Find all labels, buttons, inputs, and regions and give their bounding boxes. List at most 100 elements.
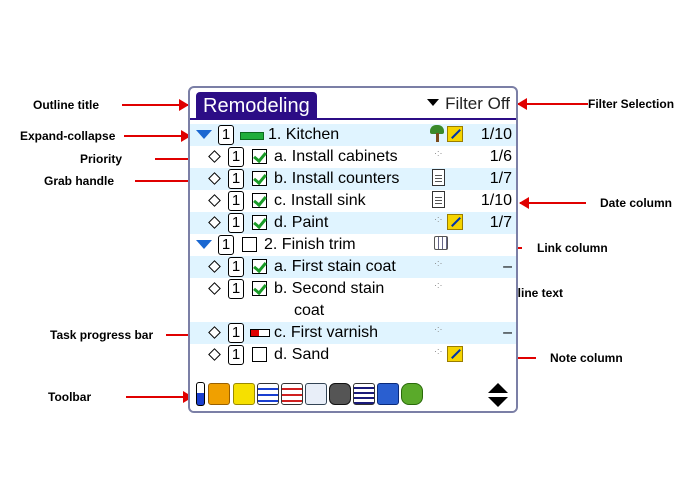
scroll-icon[interactable] <box>488 383 508 407</box>
export-icon[interactable] <box>233 383 255 405</box>
grab-handle-icon[interactable] <box>208 326 221 339</box>
annotation-task-progress-bar: Task progress bar <box>50 328 154 342</box>
priority-box[interactable]: 1 <box>228 279 244 299</box>
arrow-expand-collapse <box>124 130 191 142</box>
priority-box[interactable]: 1 <box>218 235 234 255</box>
progress-bar-complete <box>240 132 264 140</box>
outline-expand-icon[interactable] <box>257 383 279 405</box>
date-value[interactable]: 1/10 <box>480 192 512 209</box>
filter-list-icon[interactable] <box>353 383 375 405</box>
view-toggle-icon[interactable] <box>196 382 205 406</box>
outline-text[interactable]: c. First varnish <box>274 324 379 341</box>
link-placeholder-icon[interactable]: ·:· <box>434 280 443 290</box>
checklist-icon[interactable] <box>432 191 445 208</box>
outline-row-first-stain-coat[interactable]: 1 a. First stain coat ·:· – <box>190 256 516 278</box>
outline-row-second-stain-coat[interactable]: 1 b. Second stain coat ·:· <box>190 278 516 322</box>
grab-handle-icon[interactable] <box>208 216 221 229</box>
outline-row-sand[interactable]: 1 d. Sand ·:· <box>190 344 516 366</box>
home-icon[interactable] <box>208 383 230 405</box>
note-icon[interactable] <box>447 126 463 142</box>
checklist-icon[interactable] <box>432 169 445 186</box>
annotation-link-column: Link column <box>537 241 608 255</box>
tools-icon[interactable] <box>401 383 423 405</box>
outline-row-first-varnish[interactable]: 1 c. First varnish ·:· – <box>190 322 516 344</box>
grab-handle-icon[interactable] <box>208 260 221 273</box>
task-checkbox[interactable] <box>252 171 267 186</box>
outline-text[interactable]: b. Install counters <box>274 170 400 187</box>
task-checkbox[interactable] <box>252 149 267 164</box>
annotation-outline-title: Outline title <box>33 98 99 112</box>
windows-icon[interactable] <box>377 383 399 405</box>
priority-box[interactable]: 1 <box>228 191 244 211</box>
outline-text[interactable]: c. Install sink <box>274 192 366 209</box>
link-placeholder-icon[interactable]: ·:· <box>434 214 443 224</box>
outline-row-install-counters[interactable]: 1 b. Install counters 1/7 <box>190 168 516 190</box>
binoculars-icon[interactable] <box>329 383 351 405</box>
grab-handle-icon[interactable] <box>208 348 221 361</box>
task-checkbox[interactable] <box>252 193 267 208</box>
annotation-note-column: Note column <box>550 351 623 365</box>
priority-box[interactable]: 1 <box>228 147 244 167</box>
task-checkbox[interactable] <box>242 237 257 252</box>
collapse-triangle-icon[interactable] <box>196 240 212 249</box>
annotation-expand-collapse: Expand-collapse <box>20 129 116 143</box>
annotation-priority: Priority <box>80 152 123 166</box>
outline-row-install-cabinets[interactable]: 1 a. Install cabinets ·:· 1/6 <box>190 146 516 168</box>
date-value[interactable]: – <box>503 258 512 275</box>
filter-selector[interactable]: Filter Off <box>427 94 510 114</box>
task-checkbox[interactable] <box>252 281 267 296</box>
task-checkbox[interactable] <box>252 215 267 230</box>
note-icon[interactable] <box>447 214 463 230</box>
title-bar: Remodeling Filter Off <box>190 88 516 120</box>
document-icon[interactable] <box>305 383 327 405</box>
grab-handle-icon[interactable] <box>208 282 221 295</box>
outline-title[interactable]: Remodeling <box>196 92 317 120</box>
task-checkbox[interactable] <box>252 259 267 274</box>
priority-box[interactable]: 1 <box>228 345 244 365</box>
date-value[interactable]: 1/7 <box>489 214 512 231</box>
arrow-filter-selection <box>517 98 588 110</box>
annotation-date-column: Date column <box>600 196 673 210</box>
outline-row-paint[interactable]: 1 d. Paint ·:· 1/7 <box>190 212 516 234</box>
task-progress-bar <box>250 329 270 337</box>
date-value[interactable]: 1/7 <box>489 170 512 187</box>
annotation-grab-handle: Grab handle <box>44 174 115 188</box>
outline-text[interactable]: 2. Finish trim <box>264 236 356 253</box>
date-value[interactable]: – <box>503 324 512 341</box>
outline-text[interactable]: a. Install cabinets <box>274 148 398 165</box>
date-value[interactable]: 1/10 <box>480 126 512 143</box>
grab-handle-icon[interactable] <box>208 150 221 163</box>
collapse-triangle-icon[interactable] <box>196 130 212 139</box>
outline-text[interactable]: a. First stain coat <box>274 258 396 275</box>
arrow-outline-title <box>122 99 189 111</box>
grab-handle-icon[interactable] <box>208 172 221 185</box>
task-checkbox[interactable] <box>252 347 267 362</box>
outline-row-install-sink[interactable]: 1 c. Install sink 1/10 <box>190 190 516 212</box>
priority-box[interactable]: 1 <box>228 213 244 233</box>
link-placeholder-icon[interactable]: ·:· <box>434 324 443 334</box>
arrow-date-column <box>519 197 586 209</box>
link-placeholder-icon[interactable]: ·:· <box>434 346 443 356</box>
priority-box[interactable]: 1 <box>228 323 244 343</box>
grab-handle-icon[interactable] <box>208 194 221 207</box>
outline-text[interactable]: b. Second stain <box>274 280 385 297</box>
dropdown-arrow-icon <box>427 99 440 107</box>
outline-collapse-icon[interactable] <box>281 383 303 405</box>
date-value[interactable]: 1/6 <box>489 148 512 165</box>
filter-label: Filter Off <box>445 94 510 113</box>
outline-row-kitchen[interactable]: 1 1. Kitchen 1/10 <box>190 124 516 146</box>
outline-text[interactable]: d. Paint <box>274 214 329 231</box>
outline-row-finish-trim[interactable]: 1 2. Finish trim <box>190 234 516 256</box>
tree-icon[interactable] <box>430 125 444 142</box>
priority-box[interactable]: 1 <box>218 125 234 145</box>
outline-text[interactable]: 1. Kitchen <box>268 126 340 143</box>
outline-text[interactable]: d. Sand <box>274 346 330 363</box>
annotation-filter-selection: Filter Selection <box>588 97 675 111</box>
outline-text-continued[interactable]: coat <box>294 302 325 319</box>
note-icon[interactable] <box>447 346 463 362</box>
priority-box[interactable]: 1 <box>228 257 244 277</box>
link-placeholder-icon[interactable]: ·:· <box>434 258 443 268</box>
priority-box[interactable]: 1 <box>228 169 244 189</box>
link-placeholder-icon[interactable]: ·:· <box>434 148 443 158</box>
link-icon[interactable] <box>434 236 448 250</box>
